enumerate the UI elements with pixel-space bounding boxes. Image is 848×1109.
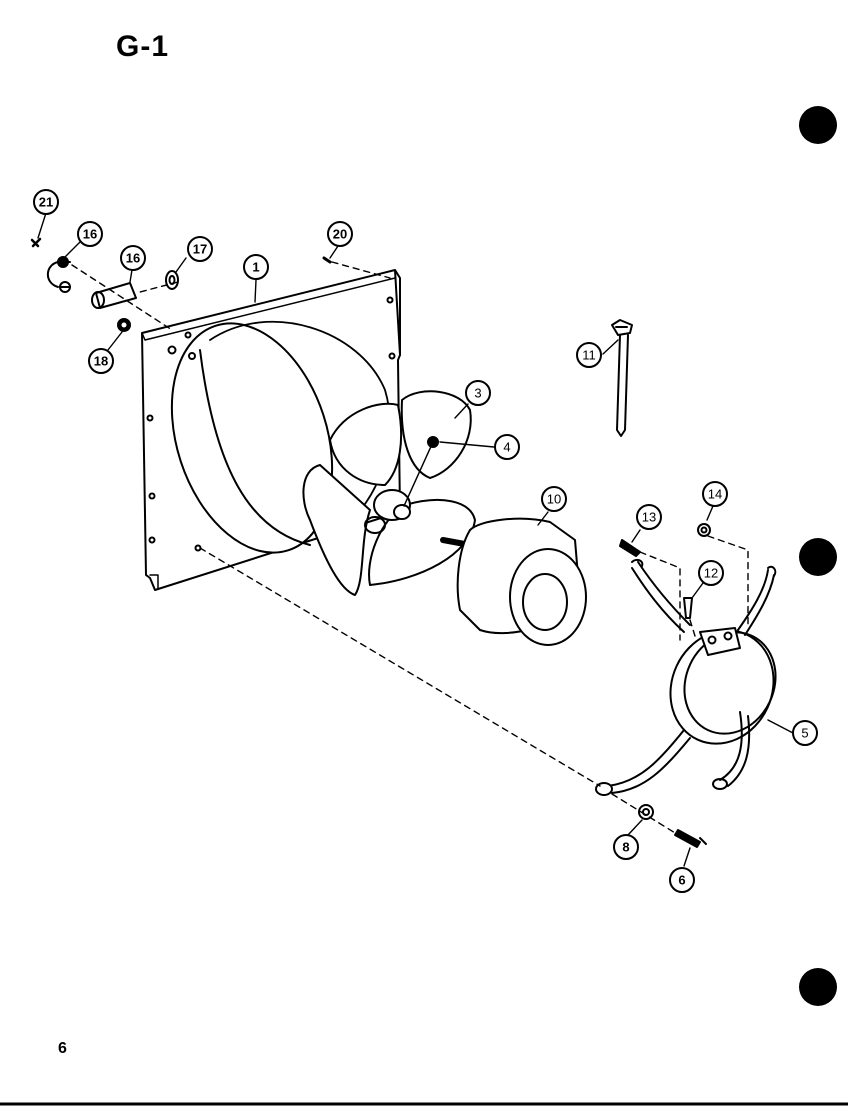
binder-hole-top (799, 106, 837, 144)
callout-13 (636, 504, 662, 530)
callout-17-label: 17 (193, 242, 207, 257)
callout-10-label: 10 (547, 492, 561, 507)
callout-10 (541, 486, 567, 512)
cable-tie (611, 319, 633, 437)
callout-11-label: 11 (582, 348, 596, 363)
hardware-parts (30, 237, 711, 848)
callout-1-label: 1 (252, 260, 259, 275)
callout-16-clamp (77, 221, 103, 247)
callout-8 (613, 834, 639, 860)
callout-circles (33, 189, 818, 893)
callout-8-label: 8 (622, 840, 629, 855)
callout-5 (792, 720, 818, 746)
motor-mount-bracket (595, 558, 777, 796)
callout-20-label: 20 (333, 227, 347, 242)
section-label: G-1 (116, 30, 170, 63)
callout-13-label: 13 (642, 510, 656, 525)
fan-motor (440, 517, 587, 646)
callout-16-clamp-label: 16 (83, 227, 97, 242)
callout-14 (702, 481, 728, 507)
callout-4-label: 4 (503, 440, 510, 455)
callout-3-label: 3 (474, 386, 481, 401)
callout-6-label: 6 (678, 873, 685, 888)
callout-20 (327, 221, 353, 247)
callout-6 (669, 867, 695, 893)
callout-21 (33, 189, 59, 215)
binder-hole-middle (799, 538, 837, 576)
callout-16-sleeve-label: 16 (126, 251, 140, 266)
callout-16-sleeve (120, 245, 146, 271)
callout-14-label: 14 (708, 487, 722, 502)
callout-12 (698, 560, 724, 586)
callout-5-label: 5 (801, 726, 808, 741)
callout-11 (576, 342, 602, 368)
callout-21-label: 21 (39, 195, 53, 210)
callout-3 (465, 380, 491, 406)
setscrew (403, 436, 439, 507)
binder-hole-bottom (799, 968, 837, 1006)
assembly-leader-lines (71, 261, 749, 837)
callout-leaders (37, 212, 794, 867)
callout-17 (187, 236, 213, 262)
fan-blade (302, 390, 476, 596)
callout-18 (88, 348, 114, 374)
callout-4 (494, 434, 520, 460)
page-number: 6 (58, 1040, 67, 1057)
callout-12-label: 12 (704, 566, 718, 581)
callout-1 (243, 254, 269, 280)
callout-18-label: 18 (94, 354, 108, 369)
